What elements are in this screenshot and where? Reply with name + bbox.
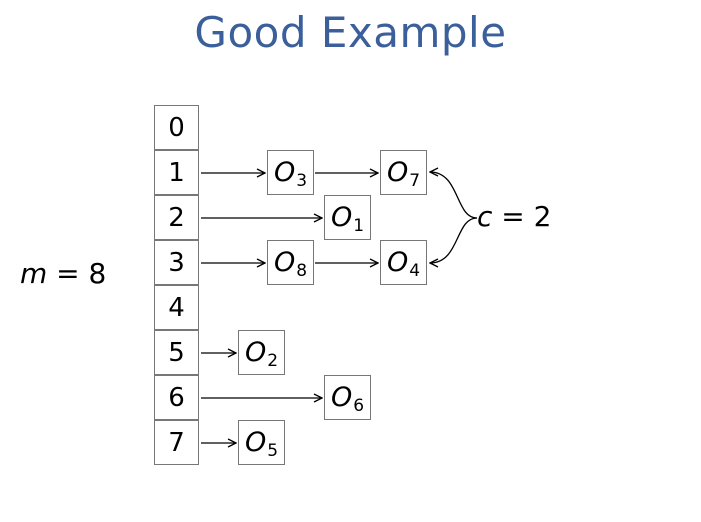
object-subscript: 5: [267, 440, 279, 461]
object-subscript: 7: [409, 170, 421, 191]
brace-arrow-to-o4: [430, 217, 478, 263]
hash-slot-7: 7: [154, 420, 199, 465]
c-label: c = 2: [477, 200, 551, 233]
object-letter: O: [330, 382, 353, 413]
object-letter: O: [386, 247, 409, 278]
hash-slot-2: 2: [154, 195, 199, 240]
object-letter: O: [330, 202, 353, 233]
hash-slot-3: 3: [154, 240, 199, 285]
object-subscript: 8: [296, 260, 308, 281]
object-letter: O: [386, 157, 409, 188]
hash-slot-1: 1: [154, 150, 199, 195]
brace-arrow-to-o7: [430, 172, 478, 219]
m-label: m = 8: [20, 257, 106, 290]
object-subscript: 6: [353, 395, 365, 416]
object-subscript: 1: [353, 215, 365, 236]
c-value: = 2: [492, 200, 552, 233]
object-letter: O: [244, 427, 267, 458]
object-letter: O: [273, 157, 296, 188]
c-variable: c: [477, 200, 493, 233]
object-subscript: 4: [409, 260, 421, 281]
hash-slot-4: 4: [154, 285, 199, 330]
hash-slot-0: 0: [154, 105, 199, 150]
object-subscript: 3: [296, 170, 308, 191]
object-letter: O: [244, 337, 267, 368]
m-value: = 8: [47, 257, 107, 290]
object-letter: O: [273, 247, 296, 278]
hash-slot-5: 5: [154, 330, 199, 375]
object-subscript: 2: [267, 350, 279, 371]
hash-slot-6: 6: [154, 375, 199, 420]
m-variable: m: [20, 257, 48, 290]
slide-title: Good Example: [194, 8, 507, 57]
